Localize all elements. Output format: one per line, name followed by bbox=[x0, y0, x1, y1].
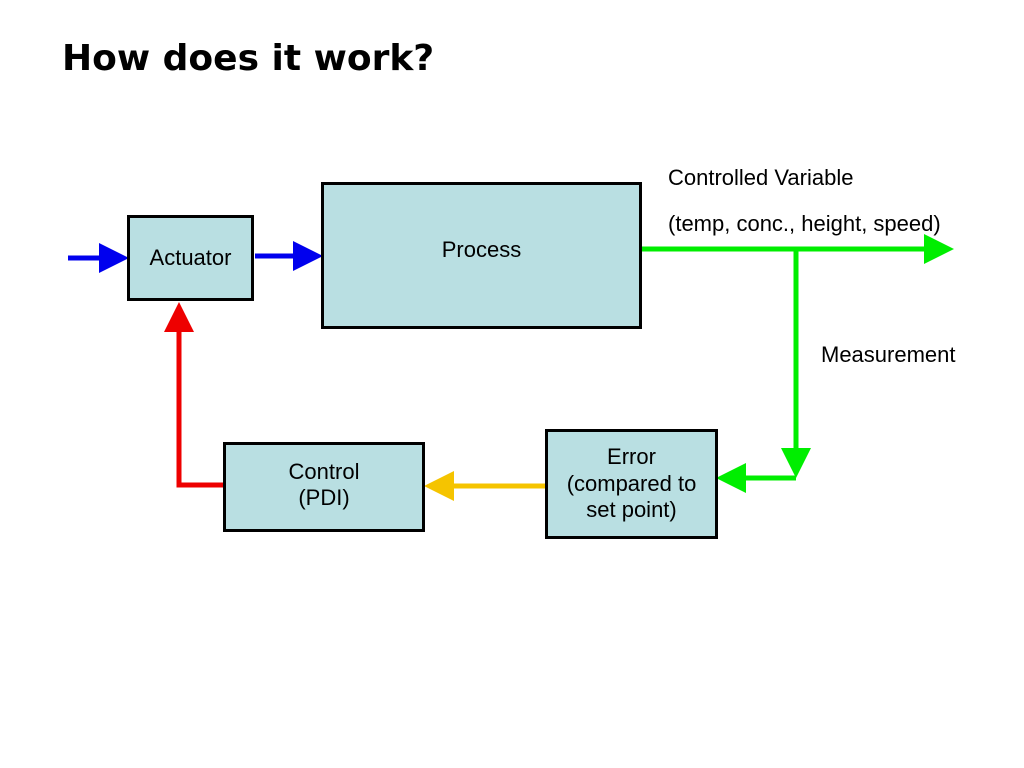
measurement-label: Measurement bbox=[821, 342, 956, 367]
variable-examples-label: (temp, conc., height, speed) bbox=[668, 211, 941, 236]
process-block: Process bbox=[321, 182, 642, 329]
error-detail-line1: (compared to bbox=[566, 470, 697, 496]
control-block: Control (PDI) bbox=[223, 442, 425, 532]
control-to-actuator-arrow bbox=[164, 302, 223, 488]
error-label: Error bbox=[607, 444, 656, 470]
actuator-block: Actuator bbox=[127, 215, 254, 301]
error-block: Error (compared to set point) bbox=[545, 429, 718, 539]
controlled-variable-label: Controlled Variable bbox=[668, 165, 854, 190]
control-type-label: (PDI) bbox=[298, 485, 350, 511]
process-label: Process bbox=[441, 237, 522, 263]
slide-title: How does it work? bbox=[62, 38, 435, 79]
control-label: Control bbox=[288, 459, 360, 484]
error-detail-line2: set point) bbox=[586, 497, 677, 523]
actuator-label: Actuator bbox=[149, 244, 232, 270]
